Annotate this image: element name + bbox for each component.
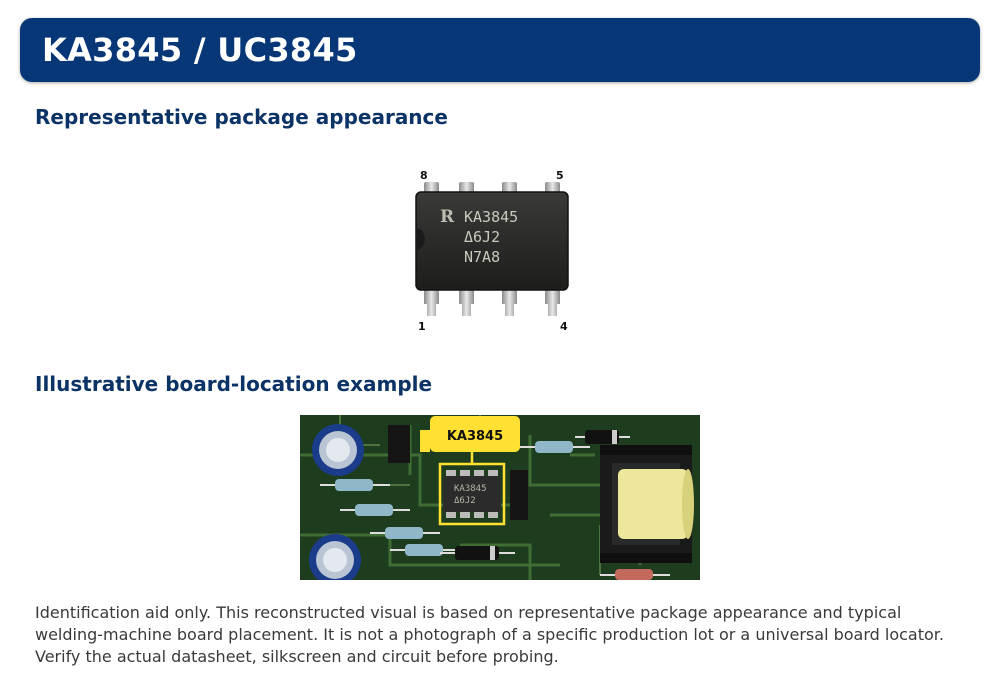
diode [575,430,630,444]
resistor [600,569,670,580]
board-chip-marking-line1: KA3845 [454,484,487,494]
title-banner: KA3845 / UC3845 [20,18,980,82]
resistor [390,544,460,556]
callout-label: KA3845 [447,429,503,444]
pin-label-8: 8 [420,169,428,182]
pcb-graphic: KA3845 Δ6J2 KA3845 [300,415,700,580]
capacitor-bottom [309,534,361,580]
chip-marking-line2: Δ6J2 [464,228,500,246]
pin-label-4: 4 [560,320,568,333]
chip-marking-line3: N7A8 [464,248,500,266]
package-illustration: 8 5 1 4 R [400,158,590,338]
capacitor-top [312,424,364,476]
manufacturer-logo-icon: R [440,207,455,227]
page-title: KA3845 / UC3845 [42,31,358,69]
resistor [320,479,390,491]
bottom-pin [459,286,474,316]
callout-badge: KA3845 [420,416,520,464]
bottom-pin [545,286,560,316]
transformer [600,445,694,563]
board-chip: KA3845 Δ6J2 [443,470,501,518]
board-illustration: KA3845 Δ6J2 KA3845 [300,415,700,580]
chip-body [416,192,568,290]
chip-marking-line1: KA3845 [464,208,518,226]
bottom-pin [502,286,517,316]
board-section-title: Illustrative board-location example [35,372,433,396]
pin-label-1: 1 [418,320,426,333]
resistor [520,441,590,453]
pin-label-5: 5 [556,169,564,182]
diode-vertical [510,470,528,520]
resistor [340,504,410,516]
disclaimer-text: Identification aid only. This reconstruc… [35,603,944,666]
chip-notch [416,228,425,250]
dip8-chip: R KA3845 Δ6J2 N7A8 [415,182,569,316]
resistor [370,527,440,539]
transistor [388,425,410,463]
diode [440,546,515,560]
package-section-title: Representative package appearance [35,105,448,129]
bottom-pin [424,286,439,316]
board-chip-marking-line2: Δ6J2 [454,496,476,506]
